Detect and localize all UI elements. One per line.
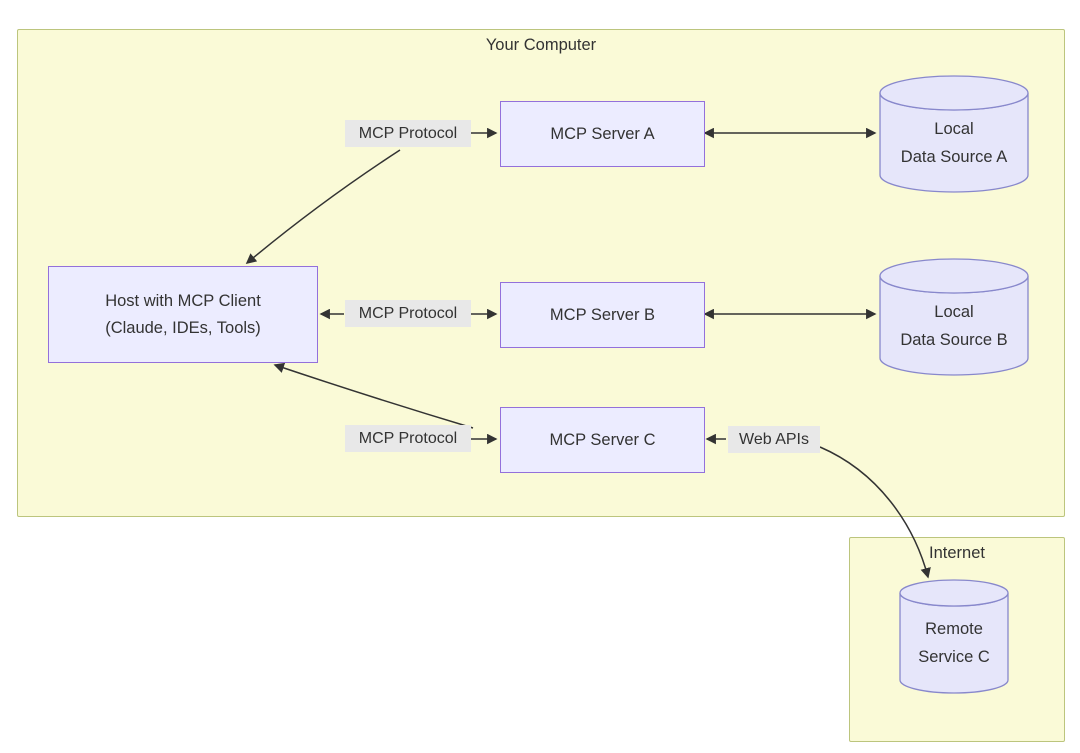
- edge-label-mcp-protocol-b: MCP Protocol: [345, 300, 471, 327]
- node-remote-service-c: Remote Service C: [900, 593, 1008, 693]
- edge-label-mcp-protocol-c: MCP Protocol: [345, 425, 471, 452]
- node-mcp-server-a-label: MCP Server A: [550, 124, 655, 143]
- cylinder-remote-service-c-shape: [899, 579, 1009, 694]
- node-host-line1: Host with MCP Client: [105, 291, 261, 310]
- node-mcp-server-b-label: MCP Server B: [549, 305, 656, 324]
- node-data-source-a-line1: Local: [934, 119, 974, 138]
- node-remote-service-c-line2: Service C: [918, 648, 990, 666]
- group-internet-title: Internet: [929, 544, 985, 562]
- node-data-source-b-line1: Local: [934, 302, 974, 321]
- node-data-source-a-line2: Data Source A: [900, 147, 1008, 166]
- node-mcp-server-c-label: MCP Server C: [549, 430, 656, 449]
- node-data-source-a: Local Data Source A: [880, 93, 1028, 192]
- node-data-source-b: Local Data Source B: [880, 276, 1028, 375]
- node-host: Host with MCP Client (Claude, IDEs, Tool…: [48, 266, 318, 363]
- node-mcp-server-c: MCP Server C: [500, 407, 705, 473]
- edge-label-web-apis: Web APIs: [728, 426, 820, 453]
- cylinder-data-source-b-shape: [879, 258, 1029, 376]
- edge-label-mcp-protocol-a: MCP Protocol: [345, 120, 471, 147]
- node-mcp-server-a: MCP Server A: [500, 101, 705, 167]
- node-data-source-b-line2: Data Source B: [900, 330, 1008, 349]
- node-host-line2: (Claude, IDEs, Tools): [105, 318, 261, 337]
- node-mcp-server-b: MCP Server B: [500, 282, 705, 348]
- cylinder-data-source-a-shape: [879, 75, 1029, 193]
- node-remote-service-c-line1: Remote: [925, 620, 983, 638]
- group-internet: Internet: [849, 537, 1065, 742]
- edge-mcp-protocol-c-to-host: [273, 362, 474, 429]
- group-your-computer-title: Your Computer: [485, 36, 597, 54]
- edge-web-apis-to-remote-service-c: [819, 446, 931, 579]
- edge-mcp-protocol-a-to-host: [245, 149, 401, 265]
